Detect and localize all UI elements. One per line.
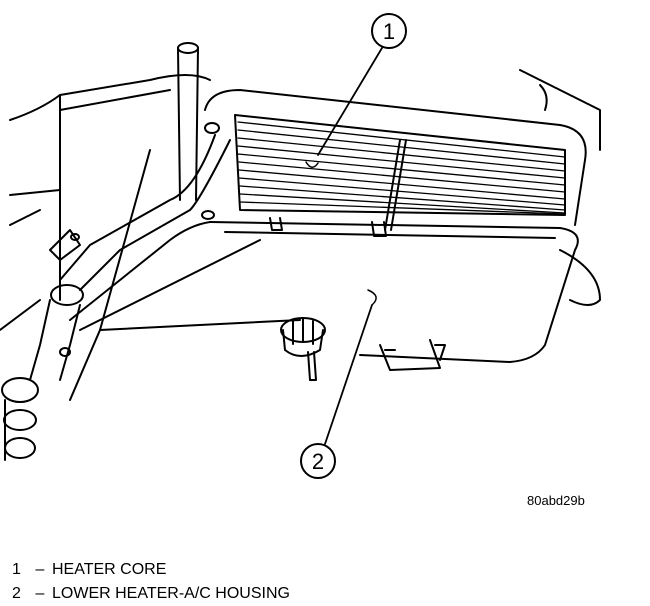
heater-housing-illustration: 1 2 <box>0 13 601 479</box>
figure-id: 80abd29b <box>527 493 585 508</box>
heater-core-drawing <box>201 89 587 231</box>
hose-assembly <box>1 229 84 461</box>
legend-item-label: LOWER HEATER-A/C HOUSING <box>52 585 290 602</box>
callout-1: 1 <box>305 13 407 168</box>
lower-housing-drawing <box>69 217 601 371</box>
legend-item-number: 2 <box>12 585 21 602</box>
callout-2: 2 <box>300 289 377 479</box>
callout-1-number: 1 <box>383 19 395 44</box>
legend-item: 1–HEATER CORE <box>12 558 290 582</box>
legend-item-number: 1 <box>12 561 21 578</box>
legend-item: 2–LOWER HEATER-A/C HOUSING <box>12 582 290 606</box>
legend-item-dash: – <box>35 561 45 578</box>
legend-item-label: HEATER CORE <box>52 561 167 578</box>
housing-fitting <box>280 317 326 381</box>
dash-frame <box>0 69 601 331</box>
heater-tube <box>59 42 231 401</box>
callout-2-number: 2 <box>312 449 324 474</box>
legend: 1–HEATER CORE 2–LOWER HEATER-A/C HOUSING <box>12 558 290 606</box>
legend-item-dash: – <box>35 585 45 602</box>
